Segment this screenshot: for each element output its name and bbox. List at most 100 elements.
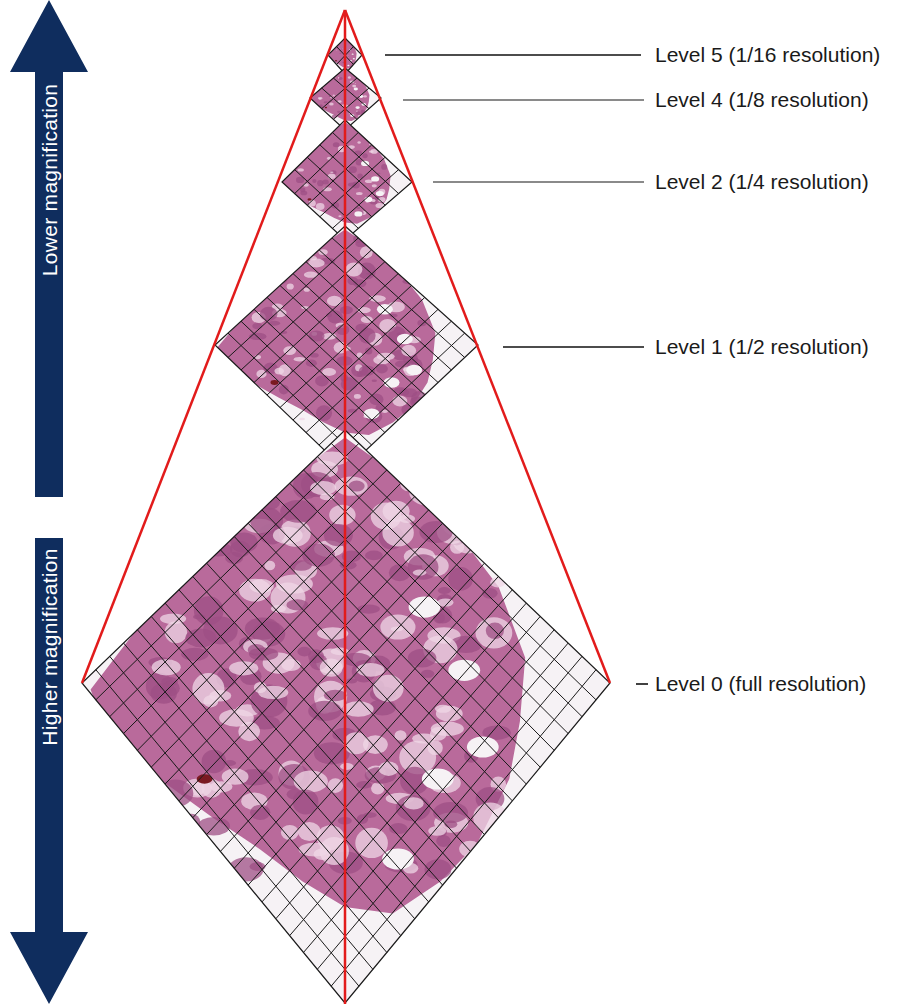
tissue-texture xyxy=(399,448,419,465)
tissue-texture xyxy=(348,55,350,57)
arrow-label: Higher magnification xyxy=(39,548,60,745)
leader-lines xyxy=(385,55,648,684)
tile-grid xyxy=(248,590,512,885)
tissue-texture xyxy=(322,180,329,185)
tissue-texture xyxy=(255,282,267,291)
tissue-texture xyxy=(410,472,421,479)
tissue-texture xyxy=(333,95,335,97)
blood-spot xyxy=(335,60,337,62)
tile-grid xyxy=(254,309,385,432)
tissue-texture xyxy=(261,245,273,251)
tissue-texture xyxy=(311,145,314,147)
tissue-texture xyxy=(356,192,363,195)
tissue-texture xyxy=(241,460,275,487)
tissue-texture xyxy=(297,215,301,218)
magnification-arrow: Higher magnification xyxy=(10,538,88,1004)
tissue-texture xyxy=(324,101,329,103)
tile-grid xyxy=(332,170,398,229)
tissue-texture xyxy=(179,468,199,478)
pyramid-outline xyxy=(82,10,610,1004)
tissue-texture xyxy=(354,394,361,399)
tile-grid xyxy=(262,510,526,784)
tissue-texture xyxy=(340,48,342,49)
tissue-texture xyxy=(379,212,382,213)
tile-grid xyxy=(317,457,582,717)
tissue-texture xyxy=(254,251,261,254)
tissue-texture xyxy=(186,495,198,504)
tissue-texture xyxy=(330,171,333,173)
tissue-texture xyxy=(273,527,303,544)
level-label: Level 2 (1/4 resolution) xyxy=(655,170,869,194)
tissue-texture xyxy=(496,867,512,877)
tissue-texture xyxy=(371,782,384,794)
tissue-texture xyxy=(270,257,281,262)
tile-grid xyxy=(331,443,596,700)
tissue-texture xyxy=(408,554,439,580)
blood-spot xyxy=(307,198,311,200)
tile-grid xyxy=(293,297,425,420)
tissue-texture xyxy=(360,76,363,77)
tissue-texture xyxy=(281,659,301,671)
tissue-texture xyxy=(401,405,412,415)
tissue-texture xyxy=(372,184,377,187)
tile-grid xyxy=(333,88,369,119)
tissue-texture xyxy=(312,179,316,183)
tissue-texture xyxy=(309,330,325,341)
tissue-section xyxy=(281,122,391,224)
tissue-texture xyxy=(197,865,227,881)
tissue-texture xyxy=(297,647,311,657)
tissue-texture xyxy=(372,380,377,383)
tissue-texture xyxy=(490,529,516,550)
tissue-texture xyxy=(445,820,458,828)
tissue-texture xyxy=(345,262,362,276)
tile-grid xyxy=(207,550,471,835)
tissue-texture xyxy=(336,49,337,51)
tissue-texture xyxy=(476,617,513,648)
tissue-texture xyxy=(361,79,365,81)
tile-grid xyxy=(193,576,457,868)
tissue-texture xyxy=(339,77,343,80)
tile-grid xyxy=(96,670,359,986)
tissue-texture xyxy=(255,483,268,493)
tissue-texture xyxy=(395,251,407,259)
tissue-texture xyxy=(462,516,495,539)
tissue-texture xyxy=(329,103,334,106)
tissue-texture xyxy=(310,481,336,495)
tissue-texture xyxy=(365,551,383,561)
tissue-texture xyxy=(328,174,336,179)
tissue-texture xyxy=(356,111,361,115)
tissue-texture xyxy=(253,265,266,276)
tissue-texture xyxy=(417,320,426,326)
tissue-texture xyxy=(409,478,445,505)
tissue-texture xyxy=(321,79,325,83)
tissue-texture xyxy=(287,283,294,289)
tile-grid xyxy=(234,537,498,818)
tissue-texture xyxy=(299,418,305,421)
tissue-texture xyxy=(400,476,416,491)
tile-grid xyxy=(110,457,373,717)
tissue-texture xyxy=(379,761,399,776)
tile-grid xyxy=(220,563,484,851)
tissue-texture xyxy=(363,95,367,97)
tissue-texture xyxy=(357,207,361,209)
tissue-texture xyxy=(311,132,316,136)
tissue-texture xyxy=(356,663,384,677)
tissue-texture xyxy=(316,405,332,421)
tissue-texture xyxy=(186,465,199,475)
tile-grid xyxy=(306,309,438,432)
tissue-texture xyxy=(468,528,486,542)
tissue-texture xyxy=(404,797,424,809)
tile-grid xyxy=(124,470,387,734)
tissue-texture xyxy=(388,243,399,251)
tissue-texture xyxy=(333,63,334,65)
tissue-section xyxy=(91,438,526,914)
tile-grid xyxy=(165,603,429,902)
tissue-texture xyxy=(355,83,356,85)
tissue-texture xyxy=(431,722,464,737)
tile-grid xyxy=(332,132,398,193)
tissue-texture xyxy=(405,456,424,471)
tissue-texture xyxy=(181,648,208,661)
tissue-texture xyxy=(476,484,508,504)
tile-grid xyxy=(207,563,471,851)
